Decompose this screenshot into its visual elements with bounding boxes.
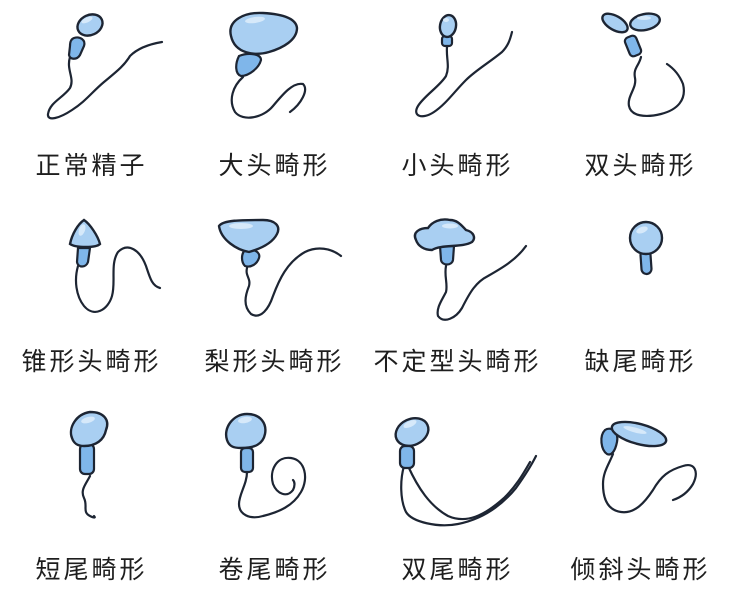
item-label: 小头畸形 — [401, 151, 514, 180]
item-label: 正常精子 — [35, 151, 148, 180]
large-head-sperm-icon — [229, 11, 307, 119]
coiled-tail-sperm-icon — [224, 412, 307, 519]
item-label: 双头畸形 — [584, 151, 697, 180]
pear-head-sperm-icon — [217, 218, 343, 317]
item-label: 锥形头畸形 — [21, 347, 162, 376]
item-double-head: 双头畸形 — [549, 0, 732, 196]
item-amorphous-head: 不定型头畸形 — [366, 200, 549, 396]
double-tail-sperm-icon — [394, 417, 538, 527]
item-label: 大头畸形 — [218, 151, 331, 180]
item-label: 倾斜头畸形 — [570, 555, 711, 584]
small-head-sperm-icon — [415, 13, 514, 118]
item-label: 缺尾畸形 — [584, 347, 697, 376]
item-double-tail: 双尾畸形 — [366, 390, 549, 586]
item-label: 双尾畸形 — [401, 555, 514, 584]
item-coiled-tail: 卷尾畸形 — [183, 390, 366, 586]
item-tilted-head: 倾斜头畸形 — [549, 390, 732, 586]
item-label: 卷尾畸形 — [218, 555, 331, 584]
item-tapered-head: 锥形头畸形 — [0, 200, 183, 396]
amorphous-head-sperm-icon — [413, 218, 528, 321]
tailless-sperm-icon — [628, 220, 664, 276]
short-tail-sperm-icon — [69, 410, 109, 519]
double-head-sperm-icon — [601, 12, 685, 117]
normal-sperm-icon — [46, 13, 164, 120]
item-tailless: 缺尾畸形 — [549, 200, 732, 396]
item-label: 短尾畸形 — [35, 555, 148, 584]
tilted-head-sperm-icon — [600, 420, 697, 514]
item-short-tail: 短尾畸形 — [0, 390, 183, 586]
tapered-head-sperm-icon — [68, 218, 162, 313]
item-label: 不定型头畸形 — [373, 347, 542, 376]
item-small-head: 小头畸形 — [366, 0, 549, 196]
item-normal: 正常精子 — [0, 0, 183, 196]
item-label: 梨形头畸形 — [204, 347, 345, 376]
item-pear-head: 梨形头畸形 — [183, 200, 366, 396]
item-large-head: 大头畸形 — [183, 0, 366, 196]
